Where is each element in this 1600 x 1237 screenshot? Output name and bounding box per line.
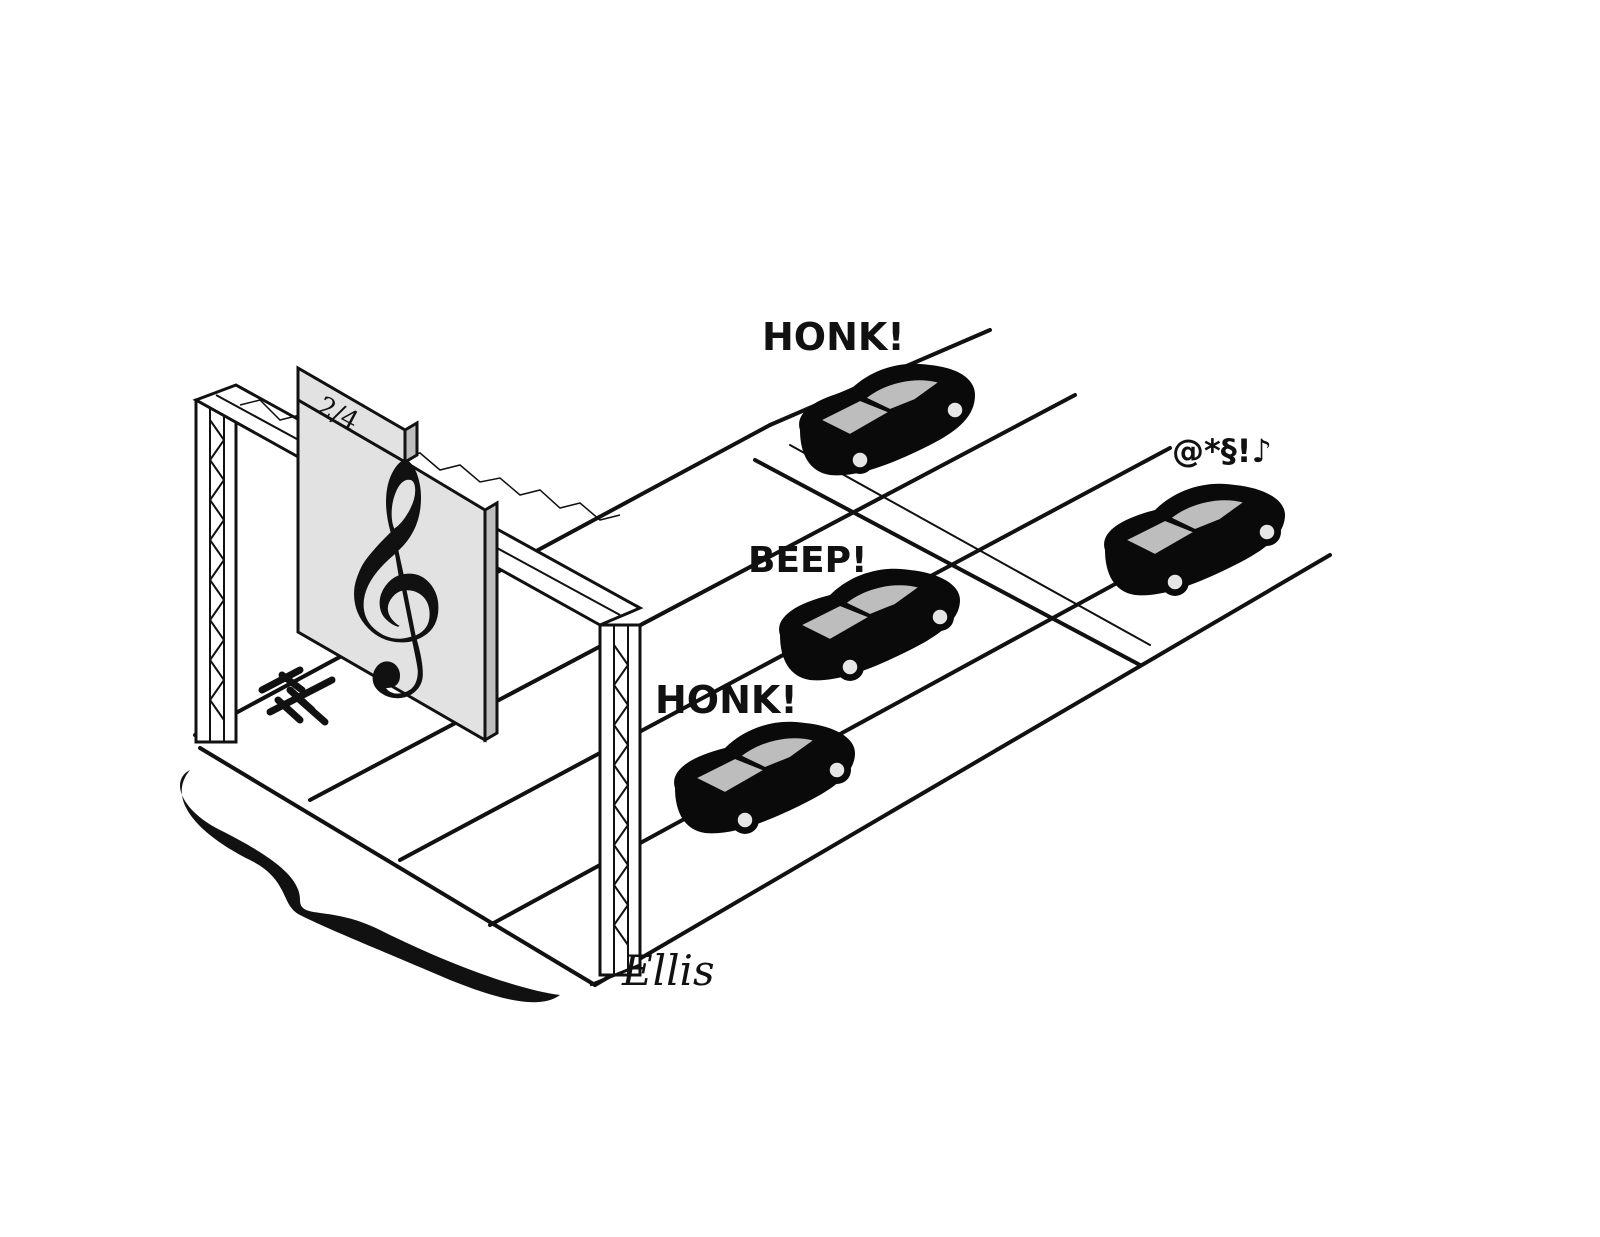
- honk-label-bottom: HONK!: [655, 678, 798, 722]
- car-middle: [779, 568, 960, 681]
- car-right: [1104, 483, 1285, 596]
- honk-label-top: HONK!: [762, 315, 905, 359]
- gantry-left-post: [194, 398, 238, 744]
- artist-signature: Ellis: [621, 946, 715, 995]
- lane-line-5: [593, 553, 1332, 987]
- gantry-right-post: [589, 623, 642, 987]
- road-near-edge: [198, 746, 597, 987]
- bar-line-1: [753, 458, 1142, 667]
- grawlix-label: @*§!♪: [1172, 432, 1272, 470]
- bar-line-2: [789, 444, 1151, 646]
- car-top: [799, 363, 975, 476]
- lane-line-2: [308, 393, 1077, 802]
- treble-clef-icon: 𝄞: [330, 455, 448, 698]
- road-sign: 2/4 𝄞: [296, 365, 499, 743]
- car-bottom: [674, 721, 855, 834]
- beep-label: BEEP!: [748, 540, 867, 581]
- sharp-sign-icon: [258, 666, 336, 726]
